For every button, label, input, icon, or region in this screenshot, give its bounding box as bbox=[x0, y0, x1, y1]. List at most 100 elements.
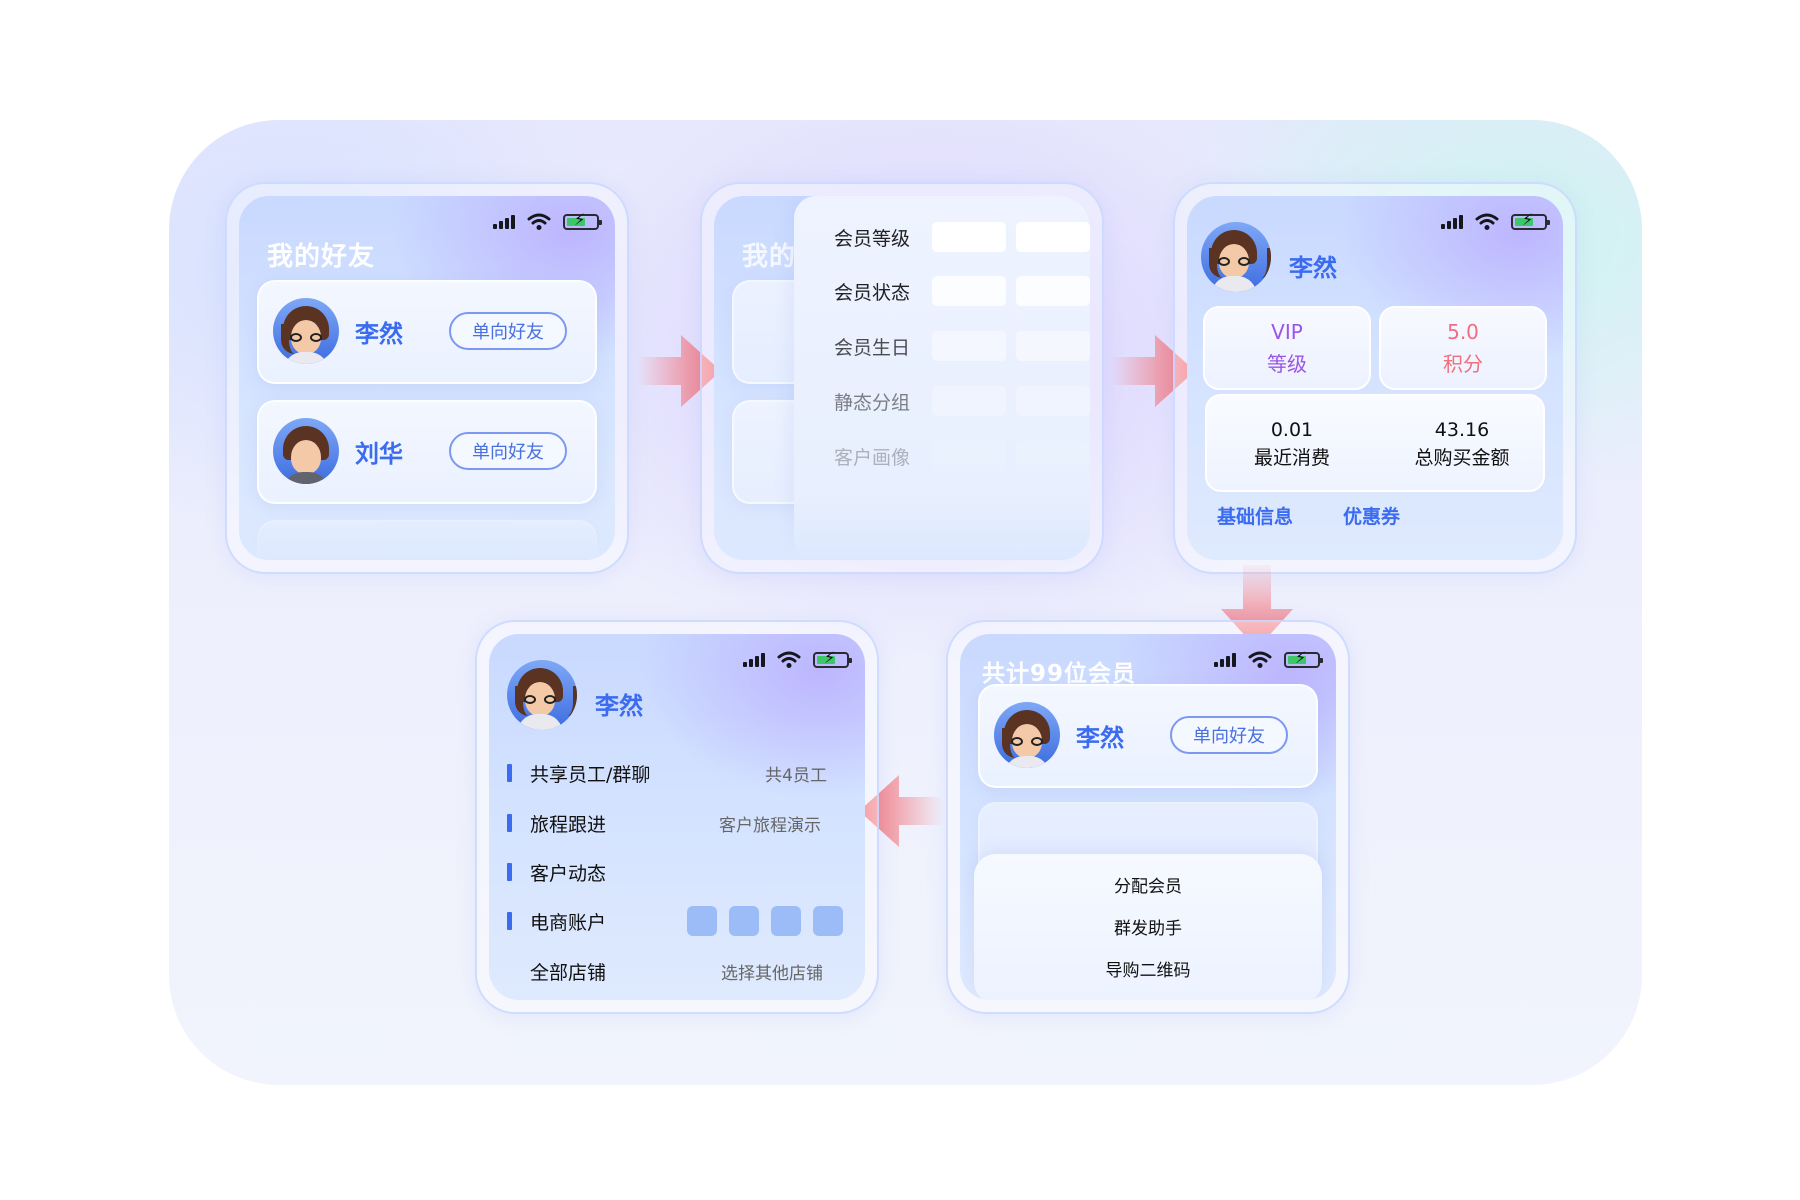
static-group-input-2[interactable] bbox=[1016, 386, 1090, 416]
member-status-row: 会员状态 bbox=[834, 274, 1090, 308]
recent-spend-label: 最近消费 bbox=[1253, 447, 1330, 469]
member-name: 李然 bbox=[1289, 254, 1337, 282]
signal-icon bbox=[743, 653, 765, 667]
signal-icon bbox=[493, 215, 515, 229]
member-form-screen: 我的 会员等级 会员状态 会员生日 bbox=[714, 196, 1090, 560]
friend-card[interactable]: 刘华 单向好友 bbox=[257, 400, 597, 504]
static-group-row: 静态分组 bbox=[834, 384, 1090, 418]
vip-level-box[interactable]: VIP 等级 bbox=[1203, 306, 1371, 390]
tab-coupons[interactable]: 优惠券 bbox=[1343, 506, 1401, 528]
row-label: 共享员工/群聊 bbox=[530, 763, 651, 786]
member-birthday-input-2[interactable] bbox=[1016, 331, 1090, 361]
customer-profile-input-2[interactable] bbox=[1016, 441, 1090, 471]
member-name: 李然 bbox=[1076, 724, 1124, 752]
tab-basic-info[interactable]: 基础信息 bbox=[1217, 506, 1294, 528]
row-value: 客户旅程演示 bbox=[719, 815, 821, 836]
all-stores-row[interactable]: 全部店铺 选择其他店铺 bbox=[507, 956, 827, 986]
member-level-input-2[interactable] bbox=[1016, 222, 1090, 252]
page-title: 共计99位会员 bbox=[982, 661, 1137, 687]
phone-customer-detail: ⚡ 李然 共享员工/群聊 共4员工 旅程跟进 客户旅程演示 客户动态 bbox=[475, 620, 879, 1014]
member-list-screen: ⚡ 共计99位会员 李然 单向好友 分配会员 群发助手 导购二维码 bbox=[960, 634, 1336, 1000]
battery-charging-icon: ⚡ bbox=[1511, 212, 1550, 230]
field-label: 客户画像 bbox=[834, 446, 911, 469]
avatar bbox=[507, 660, 577, 730]
page-title-partial: 我的 bbox=[742, 242, 797, 272]
friend-name: 李然 bbox=[355, 320, 403, 348]
phone-friend-list: ⚡ 我的好友 李然 单向好友 刘华 单向好友 bbox=[225, 182, 629, 574]
member-info-panel: 会员等级 会员状态 会员生日 静态分组 bbox=[794, 196, 1090, 560]
field-label: 会员等级 bbox=[834, 227, 911, 250]
menu-item-guide-qr-code[interactable]: 导购二维码 bbox=[1105, 961, 1191, 981]
customer-profile-row: 客户画像 bbox=[834, 439, 1090, 473]
member-level-input[interactable] bbox=[932, 222, 1006, 252]
avatar bbox=[273, 298, 339, 364]
member-birthday-input[interactable] bbox=[932, 331, 1006, 361]
member-status-input[interactable] bbox=[932, 276, 1006, 306]
row-value: 共4员工 bbox=[765, 765, 827, 786]
account-icon[interactable] bbox=[729, 906, 759, 936]
static-group-input[interactable] bbox=[932, 386, 1006, 416]
friend-card[interactable]: 李然 单向好友 bbox=[257, 280, 597, 384]
status-bar: ⚡ bbox=[1214, 650, 1323, 669]
ecommerce-account-row[interactable]: 电商账户 bbox=[507, 906, 843, 936]
status-bar: ⚡ bbox=[493, 212, 602, 231]
section-marker bbox=[507, 912, 512, 930]
account-icon[interactable] bbox=[687, 906, 717, 936]
points-label: 积分 bbox=[1443, 352, 1483, 376]
total-spend-label: 总购买金额 bbox=[1414, 447, 1510, 469]
member-profile-screen: ⚡ 李然 VIP 等级 5.0 积分 0.01 最近消费 43.16 bbox=[1187, 196, 1563, 560]
friend-status-button[interactable]: 单向好友 bbox=[1170, 716, 1288, 754]
page-title: 我的好友 bbox=[267, 242, 376, 272]
row-value[interactable]: 选择其他店铺 bbox=[721, 963, 823, 984]
row-label: 旅程跟进 bbox=[530, 813, 607, 836]
member-card[interactable]: 李然 单向好友 bbox=[978, 684, 1318, 788]
row-label: 电商账户 bbox=[530, 911, 607, 934]
recent-spend-value: 0.01 bbox=[1270, 419, 1314, 441]
signal-icon bbox=[1214, 653, 1236, 667]
points-value: 5.0 bbox=[1447, 320, 1479, 344]
wifi-icon bbox=[777, 651, 801, 668]
phone-member-list: ⚡ 共计99位会员 李然 单向好友 分配会员 群发助手 导购二维码 bbox=[946, 620, 1350, 1014]
battery-charging-icon: ⚡ bbox=[813, 650, 852, 668]
battery-charging-icon: ⚡ bbox=[563, 212, 602, 230]
section-marker bbox=[507, 863, 512, 881]
member-birthday-row: 会员生日 bbox=[834, 329, 1090, 363]
field-label: 静态分组 bbox=[834, 391, 911, 414]
avatar bbox=[994, 702, 1060, 768]
arrow-down-icon bbox=[1221, 565, 1293, 649]
vip-label: 等级 bbox=[1267, 352, 1307, 376]
background-panel: ⚡ 我的好友 李然 单向好友 刘华 单向好友 bbox=[169, 120, 1642, 1085]
phone-member-profile: ⚡ 李然 VIP 等级 5.0 积分 0.01 最近消费 43.16 bbox=[1173, 182, 1577, 574]
customer-profile-input[interactable] bbox=[932, 441, 1006, 471]
customer-activity-row[interactable]: 客户动态 bbox=[507, 857, 827, 887]
avatar bbox=[273, 418, 339, 484]
field-label: 会员生日 bbox=[834, 336, 911, 359]
shared-staff-row[interactable]: 共享员工/群聊 共4员工 bbox=[507, 758, 827, 788]
points-box[interactable]: 5.0 积分 bbox=[1379, 306, 1547, 390]
action-menu-popup: 分配会员 群发助手 导购二维码 bbox=[974, 854, 1322, 1000]
journey-follow-row[interactable]: 旅程跟进 客户旅程演示 bbox=[507, 808, 827, 838]
phone-member-form: 我的 会员等级 会员状态 会员生日 bbox=[700, 182, 1104, 574]
member-status-input-2[interactable] bbox=[1016, 276, 1090, 306]
vip-value: VIP bbox=[1271, 320, 1303, 344]
wifi-icon bbox=[527, 213, 551, 230]
menu-item-assign-member[interactable]: 分配会员 bbox=[1114, 877, 1182, 897]
section-marker bbox=[507, 764, 512, 782]
menu-item-broadcast-assistant[interactable]: 群发助手 bbox=[1114, 919, 1182, 939]
friend-status-button[interactable]: 单向好友 bbox=[449, 432, 567, 470]
recent-spend: 0.01 最近消费 bbox=[1207, 416, 1377, 472]
arrow-left-icon bbox=[859, 775, 943, 847]
account-icon[interactable] bbox=[771, 906, 801, 936]
friend-status-button[interactable]: 单向好友 bbox=[449, 312, 567, 350]
member-level-row: 会员等级 bbox=[834, 220, 1090, 254]
spending-summary: 0.01 最近消费 43.16 总购买金额 bbox=[1205, 394, 1545, 492]
customer-detail-screen: ⚡ 李然 共享员工/群聊 共4员工 旅程跟进 客户旅程演示 客户动态 bbox=[489, 634, 865, 1000]
wifi-icon bbox=[1248, 651, 1272, 668]
friend-name: 刘华 bbox=[355, 440, 403, 468]
total-spend: 43.16 总购买金额 bbox=[1377, 416, 1547, 472]
battery-charging-icon: ⚡ bbox=[1284, 650, 1323, 668]
status-bar: ⚡ bbox=[743, 650, 852, 669]
account-icons bbox=[675, 906, 843, 936]
account-icon[interactable] bbox=[813, 906, 843, 936]
friend-list-screen: ⚡ 我的好友 李然 单向好友 刘华 单向好友 bbox=[239, 196, 615, 560]
